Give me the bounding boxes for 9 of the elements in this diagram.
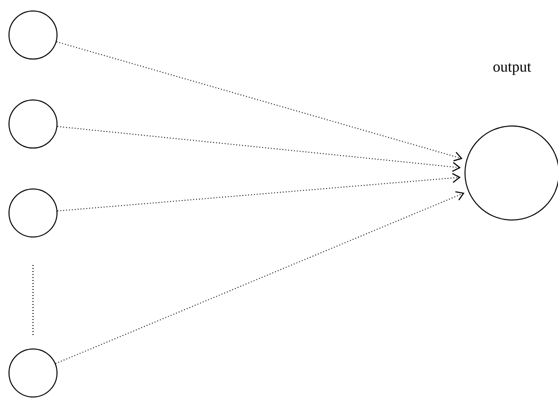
neuron-circle — [8, 10, 58, 60]
arrow — [56, 41, 463, 162]
node-caption: output — [493, 63, 532, 75]
arrow — [56, 172, 461, 212]
neuron-circle — [8, 188, 58, 238]
arrow — [55, 191, 464, 364]
neuron-circle — [8, 100, 58, 148]
arrow — [56, 126, 461, 172]
neuron-circle — [8, 348, 58, 398]
